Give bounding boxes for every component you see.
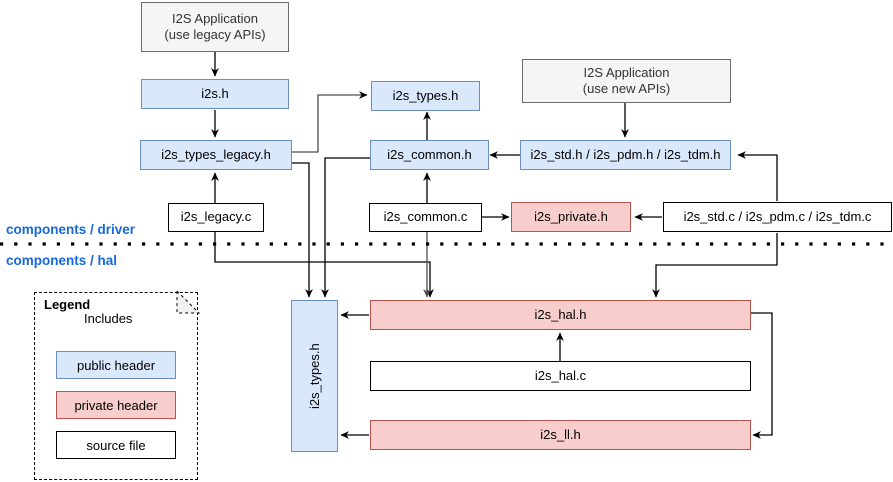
legend-public-header-label: public header bbox=[76, 357, 156, 373]
node-i2s-std-pdm-tdm-h-label: i2s_std.h / i2s_pdm.h / i2s_tdm.h bbox=[530, 146, 721, 162]
node-i2s-types-h-vertical[interactable]: i2s_types.h bbox=[291, 300, 338, 452]
node-i2s-common-h[interactable]: i2s_common.h bbox=[370, 140, 489, 170]
node-i2s-common-c-label: i2s_common.c bbox=[383, 209, 468, 225]
node-i2s-application-new[interactable]: I2S Application (use new APIs) bbox=[522, 59, 731, 103]
node-i2s-ll-h[interactable]: i2s_ll.h bbox=[370, 420, 751, 450]
node-i2s-hal-h-label: i2s_hal.h bbox=[534, 306, 587, 322]
node-i2s-legacy-c[interactable]: i2s_legacy.c bbox=[168, 203, 264, 232]
node-i2s-std-pdm-tdm-h[interactable]: i2s_std.h / i2s_pdm.h / i2s_tdm.h bbox=[520, 140, 731, 170]
divider-label-components-driver: components / driver bbox=[6, 222, 136, 237]
node-i2s-common-h-label: i2s_common.h bbox=[387, 146, 472, 162]
legend-swatch-source-file: source file bbox=[56, 431, 176, 459]
node-i2s-std-pdm-tdm-c[interactable]: i2s_std.c / i2s_pdm.c / i2s_tdm.c bbox=[663, 202, 892, 232]
legend-private-header-label: private header bbox=[74, 397, 158, 413]
app-new-line2: (use new APIs) bbox=[582, 81, 671, 96]
node-i2s-std-pdm-tdm-c-label: i2s_std.c / i2s_pdm.c / i2s_tdm.c bbox=[683, 208, 872, 224]
node-i2s-h[interactable]: i2s.h bbox=[141, 79, 289, 109]
node-i2s-h-label: i2s.h bbox=[201, 85, 229, 101]
node-i2s-private-h-label: i2s_private.h bbox=[534, 208, 608, 224]
node-i2s-types-h-top[interactable]: i2s_types.h bbox=[371, 81, 480, 111]
legend-swatch-private-header: private header bbox=[56, 391, 176, 419]
legend-source-file-label: source file bbox=[86, 437, 146, 453]
node-i2s-types-legacy-h-label: i2s_types_legacy.h bbox=[161, 146, 271, 162]
divider-label-components-hal: components / hal bbox=[6, 253, 118, 268]
node-i2s-hal-c-label: i2s_hal.c bbox=[534, 367, 587, 383]
legend-includes-label: Includes bbox=[84, 311, 133, 326]
legend-swatch-public-header: public header bbox=[56, 351, 176, 379]
legend-fold-corner-icon bbox=[176, 290, 201, 314]
app-legacy-line2: (use legacy APIs) bbox=[164, 27, 266, 42]
node-i2s-private-h[interactable]: i2s_private.h bbox=[511, 202, 631, 232]
node-i2s-application-legacy[interactable]: I2S Application (use legacy APIs) bbox=[141, 2, 289, 52]
node-i2s-hal-h[interactable]: i2s_hal.h bbox=[370, 300, 751, 330]
node-i2s-types-h-top-label: i2s_types.h bbox=[392, 87, 459, 103]
app-legacy-line1: I2S Application bbox=[171, 10, 258, 26]
node-i2s-legacy-c-label: i2s_legacy.c bbox=[180, 209, 252, 225]
node-i2s-types-legacy-h[interactable]: i2s_types_legacy.h bbox=[140, 140, 292, 170]
node-i2s-ll-h-label: i2s_ll.h bbox=[540, 426, 581, 442]
app-new-line1: I2S Application bbox=[583, 64, 670, 80]
node-i2s-types-h-vertical-label: i2s_types.h bbox=[306, 343, 322, 409]
legend-title: Legend bbox=[44, 297, 91, 312]
node-i2s-hal-c[interactable]: i2s_hal.c bbox=[370, 361, 751, 391]
node-i2s-common-c[interactable]: i2s_common.c bbox=[369, 203, 482, 232]
